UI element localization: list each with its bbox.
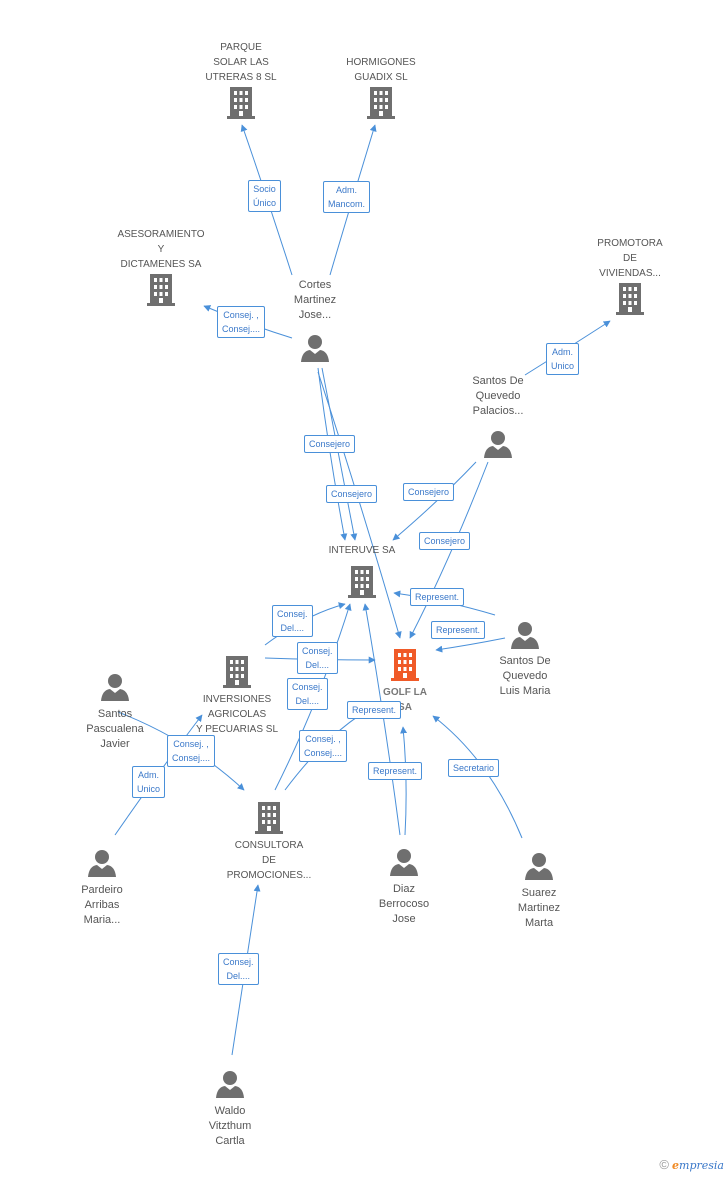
node-label: Santos De Quevedo Palacios... <box>472 375 524 417</box>
edge-label-represent-3[interactable]: Represent. <box>347 701 402 719</box>
edge-label-consejero-3[interactable]: Consejero <box>326 485 378 503</box>
node-parque-solar[interactable]: PARQUE SOLAR LAS UTRERAS 8 SL <box>205 42 277 119</box>
node-label: Suarez Martinez Marta <box>517 887 561 929</box>
person-icon <box>88 850 116 877</box>
brand-footer: © empresia <box>659 1157 724 1172</box>
node-waldo[interactable]: Waldo Vitzthum Cartla <box>209 1069 251 1147</box>
node-inversiones[interactable]: INVERSIONES AGRICOLAS Y PECUARIAS SL <box>196 654 278 735</box>
edge-label-consej-del-4[interactable]: Consej. Del.... <box>218 953 259 985</box>
edge-label-consej-del-1[interactable]: Consej. Del.... <box>272 605 313 637</box>
node-interuve[interactable]: INTERUVE SA <box>329 545 395 598</box>
brand-name: mpresia <box>679 1159 724 1172</box>
edge-diaz-golf <box>400 726 408 836</box>
building-icon <box>616 283 644 315</box>
copyright-symbol: © <box>659 1157 669 1172</box>
brand-logo-e: e <box>672 1159 680 1172</box>
building-icon <box>223 656 251 688</box>
person-icon <box>301 335 329 362</box>
edge-label-consejero-2[interactable]: Consejero <box>403 483 455 501</box>
edge-label-adm-unico-2[interactable]: Adm. Unico <box>132 766 166 798</box>
node-label: Cortes Martinez Jose... <box>293 279 337 321</box>
edge-cortes-interuve-1 <box>317 367 348 541</box>
building-icon <box>391 649 419 681</box>
node-label: PARQUE SOLAR LAS UTRERAS 8 SL <box>205 42 277 83</box>
node-label: Waldo Vitzthum Cartla <box>208 1105 252 1147</box>
person-icon <box>101 674 129 701</box>
edge-label-consej-consej-3[interactable]: Consej. , Consej.... <box>299 730 348 762</box>
edge-label-consejero-4[interactable]: Consejero <box>419 532 471 550</box>
building-icon <box>255 802 283 834</box>
node-label: ASESORAMIENTO Y DICTAMENES SA <box>117 229 205 270</box>
node-label: INTERUVE SA <box>328 545 396 556</box>
edge-label-consej-del-2[interactable]: Consej. Del.... <box>297 642 338 674</box>
node-label: Santos Pascualena Javier <box>86 708 144 750</box>
edge-label-represent-2[interactable]: Represent. <box>431 621 486 639</box>
node-label: Diaz Berrocoso Jose <box>378 883 430 925</box>
edge-label-consej-consej-2[interactable]: Consej. , Consej.... <box>167 735 216 767</box>
node-diaz[interactable]: Diaz Berrocoso Jose <box>379 847 429 925</box>
node-consultora[interactable]: CONSULTORA DE PROMOCIONES... <box>227 800 311 881</box>
node-label: CONSULTORA DE PROMOCIONES... <box>226 840 312 881</box>
node-golf[interactable]: GOLF LA SA <box>383 647 427 713</box>
edge-label-represent-1[interactable]: Represent. <box>410 588 465 606</box>
edge-diaz-interuve <box>362 603 401 836</box>
building-icon <box>348 566 376 598</box>
edge-cortes-interuve-2 <box>321 367 358 541</box>
edge-label-consej-del-3[interactable]: Consej. Del.... <box>287 678 328 710</box>
building-icon <box>367 87 395 119</box>
node-santos-palacios[interactable]: Santos De Quevedo Palacios... <box>472 375 524 459</box>
edge-label-consej-consej-1[interactable]: Consej. , Consej.... <box>217 306 266 338</box>
node-pascualena[interactable]: Santos Pascualena Javier <box>86 672 144 750</box>
edge-label-socio-unico[interactable]: Socio Único <box>248 180 282 212</box>
node-label: Santos De Quevedo Luis Maria <box>499 655 551 697</box>
node-label: HORMIGONES GUADIX SL <box>346 57 416 83</box>
node-promotora[interactable]: PROMOTORA DE VIVIENDAS... <box>597 238 663 315</box>
edge-label-adm-unico-1[interactable]: Adm. Unico <box>546 343 580 375</box>
node-cortes[interactable]: Cortes Martinez Jose... <box>294 279 336 363</box>
node-santos-luis[interactable]: Santos De Quevedo Luis Maria <box>499 620 551 697</box>
edge-suarez-golf <box>432 715 523 839</box>
node-label: GOLF LA SA <box>383 687 427 713</box>
node-label: PROMOTORA DE VIVIENDAS... <box>597 238 663 279</box>
edge-luis-golf <box>435 637 506 653</box>
node-label: INVERSIONES AGRICOLAS Y PECUARIAS SL <box>195 694 279 735</box>
node-label: Pardeiro Arribas Maria... <box>81 884 123 926</box>
edge-label-secretario[interactable]: Secretario <box>448 759 500 777</box>
node-hormigones[interactable]: HORMIGONES GUADIX SL <box>346 57 416 119</box>
edge-palacios-golf <box>409 461 489 639</box>
person-icon <box>216 1071 244 1098</box>
edge-label-represent-4[interactable]: Represent. <box>368 762 423 780</box>
person-icon <box>525 853 553 880</box>
node-suarez[interactable]: Suarez Martinez Marta <box>518 851 560 929</box>
edge-label-adm-mancom[interactable]: Adm. Mancom. <box>323 181 371 213</box>
node-pardeiro[interactable]: Pardeiro Arribas Maria... <box>81 848 123 926</box>
edge-label-consejero-1[interactable]: Consejero <box>304 435 356 453</box>
person-icon <box>484 431 512 458</box>
building-icon <box>147 274 175 306</box>
building-icon <box>227 87 255 119</box>
edge-palacios-interuve <box>392 461 477 541</box>
person-icon <box>390 849 418 876</box>
person-icon <box>511 622 539 649</box>
node-asesoramiento[interactable]: ASESORAMIENTO Y DICTAMENES SA <box>117 229 205 306</box>
